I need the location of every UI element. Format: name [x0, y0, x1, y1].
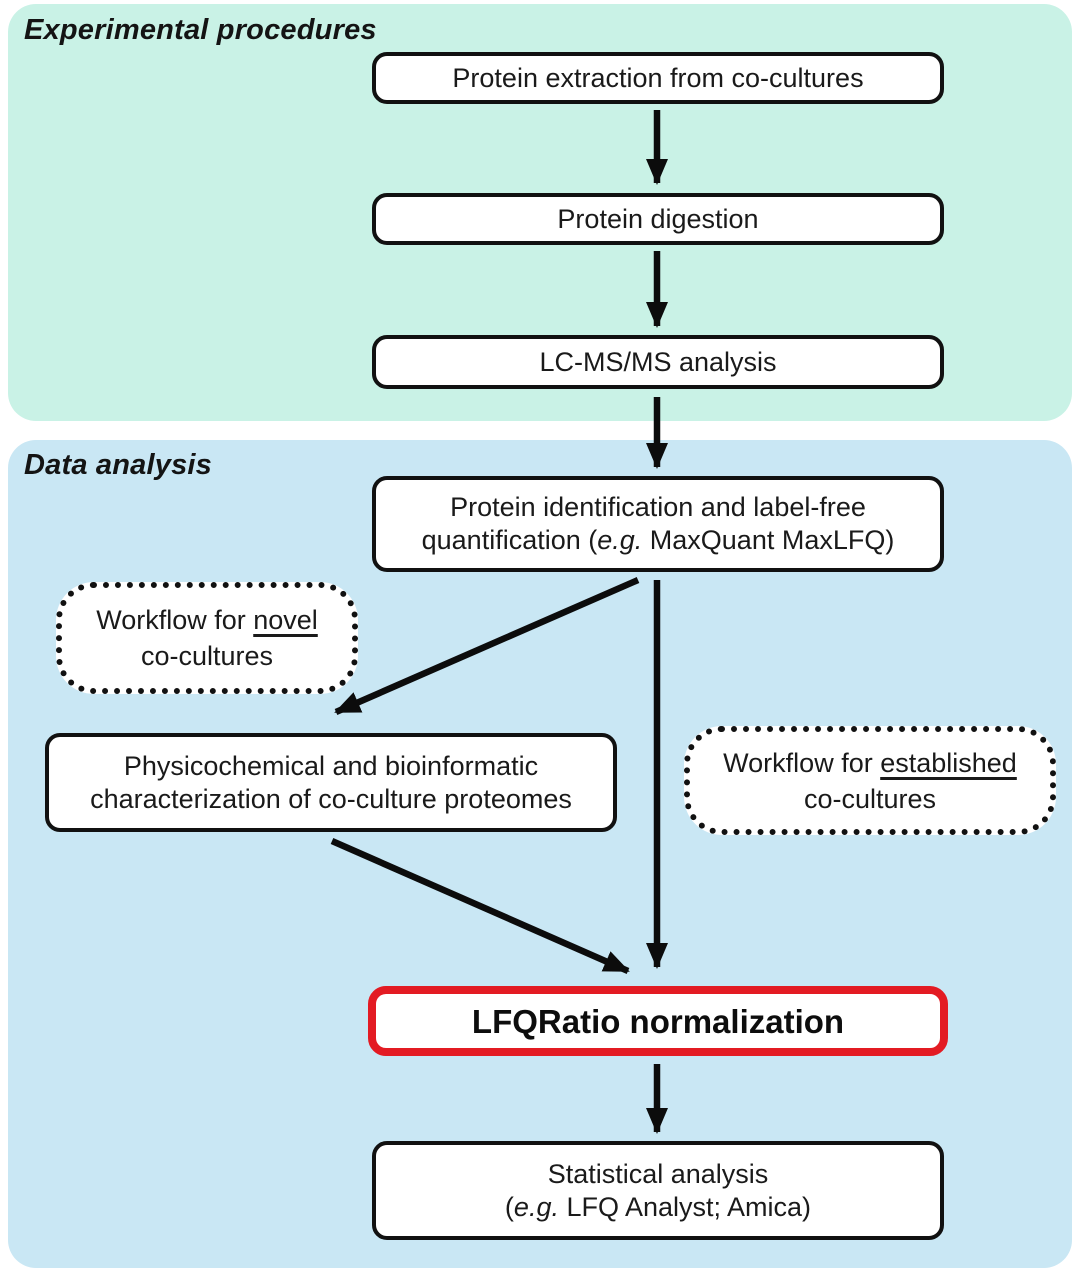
node-workflow-established-line2: co-cultures — [803, 783, 937, 814]
node-workflow-novel-line2: co-cultures — [140, 641, 274, 671]
node-protein-identification-line1: Protein identification and label-free — [450, 492, 866, 522]
node-workflow-established-line1: Workflow for established — [723, 747, 1017, 778]
experimental-procedures-title: Experimental procedures — [24, 14, 377, 46]
node-lcmsms-analysis-label: LC-MS/MS analysis — [539, 346, 777, 377]
node-lfqratio-normalization-label: LFQRatio normalization — [471, 1002, 845, 1040]
node-lfqratio-normalization: LFQRatio normalization — [368, 986, 948, 1056]
node-workflow-established: Workflow for established co-cultures — [684, 726, 1056, 835]
node-physicochemical-characterization: Physicochemical and bioinformatic charac… — [45, 733, 617, 832]
node-protein-extraction: Protein extraction from co-cultures — [372, 52, 944, 104]
node-physicochemical-line2: characterization of co-culture proteomes — [90, 783, 572, 814]
node-workflow-novel-line1: Workflow for novel — [96, 605, 318, 635]
data-analysis-title: Data analysis — [24, 449, 212, 481]
node-statistical-analysis-line2: (e.g. LFQ Analyst; Amica) — [504, 1191, 812, 1222]
node-protein-digestion-label: Protein digestion — [557, 203, 759, 234]
node-protein-extraction-label: Protein extraction from co-cultures — [452, 62, 864, 93]
node-protein-identification: Protein identification and label-free qu… — [372, 476, 944, 572]
node-workflow-novel: Workflow for novel co-cultures — [56, 582, 358, 694]
node-protein-digestion: Protein digestion — [372, 193, 944, 245]
node-lcmsms-analysis: LC-MS/MS analysis — [372, 335, 944, 389]
node-physicochemical-line1: Physicochemical and bioinformatic — [123, 750, 539, 781]
node-statistical-analysis: Statistical analysis (e.g. LFQ Analyst; … — [372, 1141, 944, 1240]
node-protein-identification-line2: quantification (e.g. MaxQuant MaxLFQ) — [421, 525, 895, 555]
node-statistical-analysis-line1: Statistical analysis — [547, 1158, 769, 1189]
